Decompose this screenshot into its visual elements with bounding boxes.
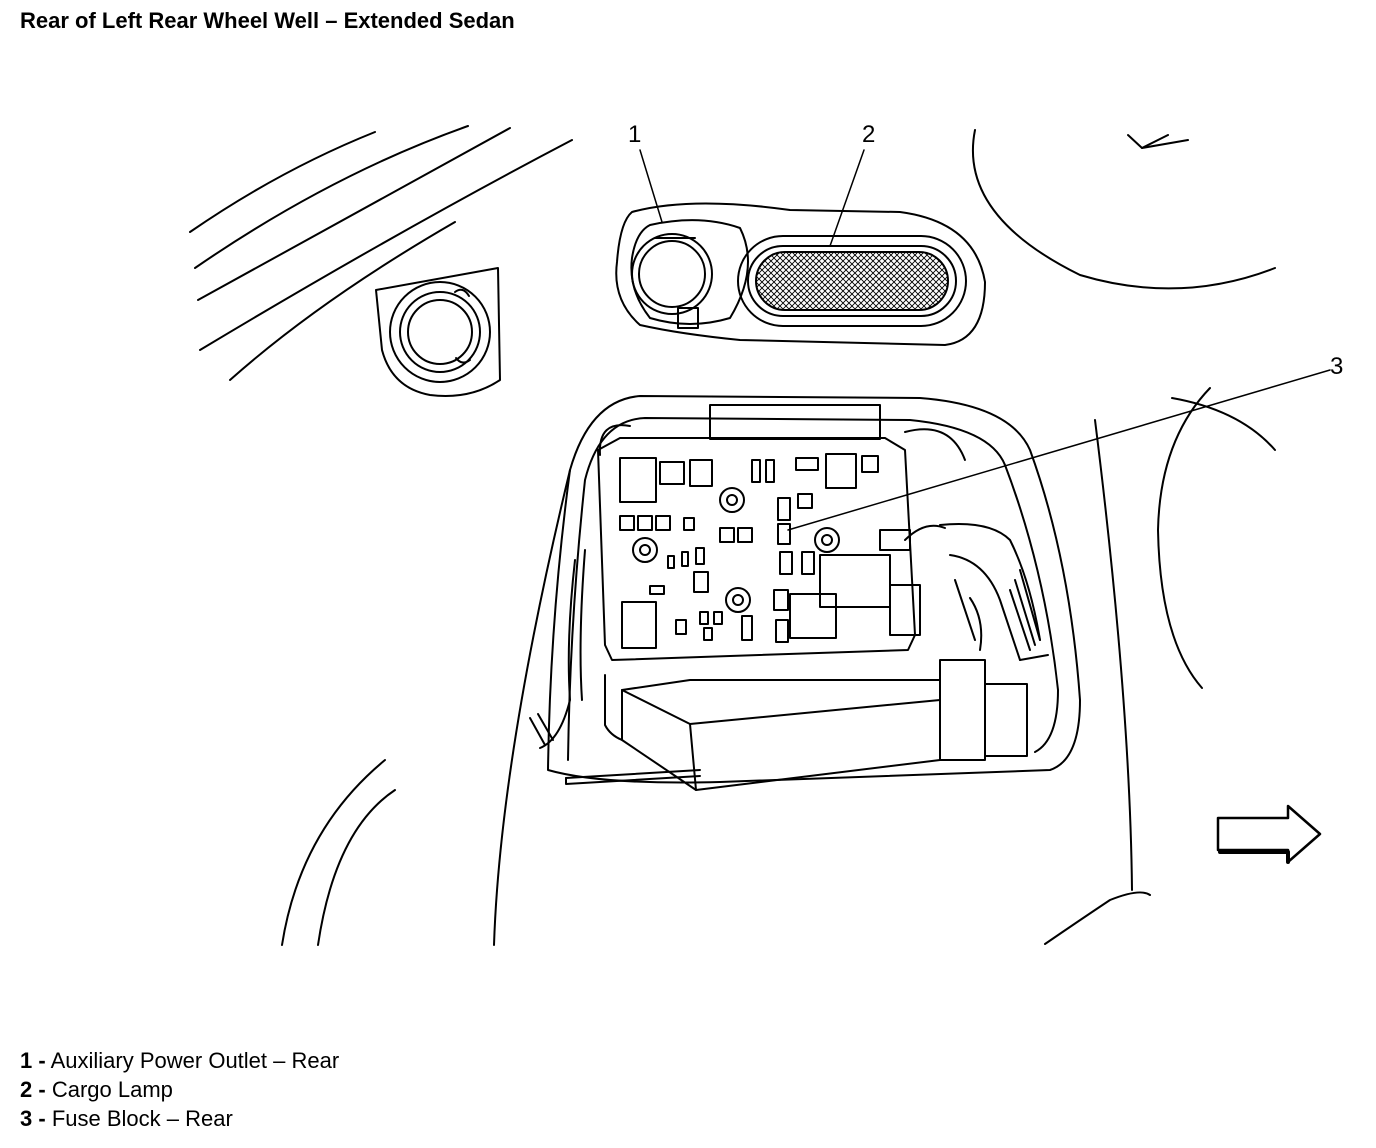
legend-item: 1 - Auxiliary Power Outlet – Rear <box>20 1046 339 1075</box>
callout-2-number: 2 <box>862 121 875 148</box>
legend-item: 2 - Cargo Lamp <box>20 1075 339 1104</box>
callout-1-number: 1 <box>628 121 641 148</box>
diagram-title: Rear of Left Rear Wheel Well – Extended … <box>20 8 515 33</box>
lower-body-lines <box>281 419 1151 946</box>
legend-number: 1 - <box>20 1048 46 1073</box>
legend-number: 3 - <box>20 1106 46 1131</box>
plug-socket <box>375 267 501 397</box>
wire-harness <box>889 523 1049 661</box>
power-outlet <box>631 233 713 329</box>
right-panel-curve <box>971 129 1276 689</box>
callout-3-number: 3 <box>1330 353 1343 380</box>
legend-label: Auxiliary Power Outlet – Rear <box>50 1048 340 1073</box>
fuse-board <box>597 404 916 661</box>
legend-label: Cargo Lamp <box>51 1077 173 1102</box>
fuse-block-housing <box>547 395 1081 784</box>
callout-leaders <box>639 149 1331 531</box>
legend-item: 3 - Fuse Block – Rear <box>20 1104 339 1133</box>
legend-number: 2 - <box>20 1077 46 1102</box>
cargo-lamp <box>737 235 967 327</box>
left-harness <box>529 549 586 749</box>
arrow-shadow <box>1218 850 1290 864</box>
lamp-outlet-bezel <box>615 202 986 346</box>
trim-lines <box>189 125 573 381</box>
legend-label: Fuse Block – Rear <box>51 1106 233 1131</box>
lower-module <box>604 659 1028 791</box>
callout-legend: 1 - Auxiliary Power Outlet – Rear 2 - Ca… <box>20 1046 339 1133</box>
